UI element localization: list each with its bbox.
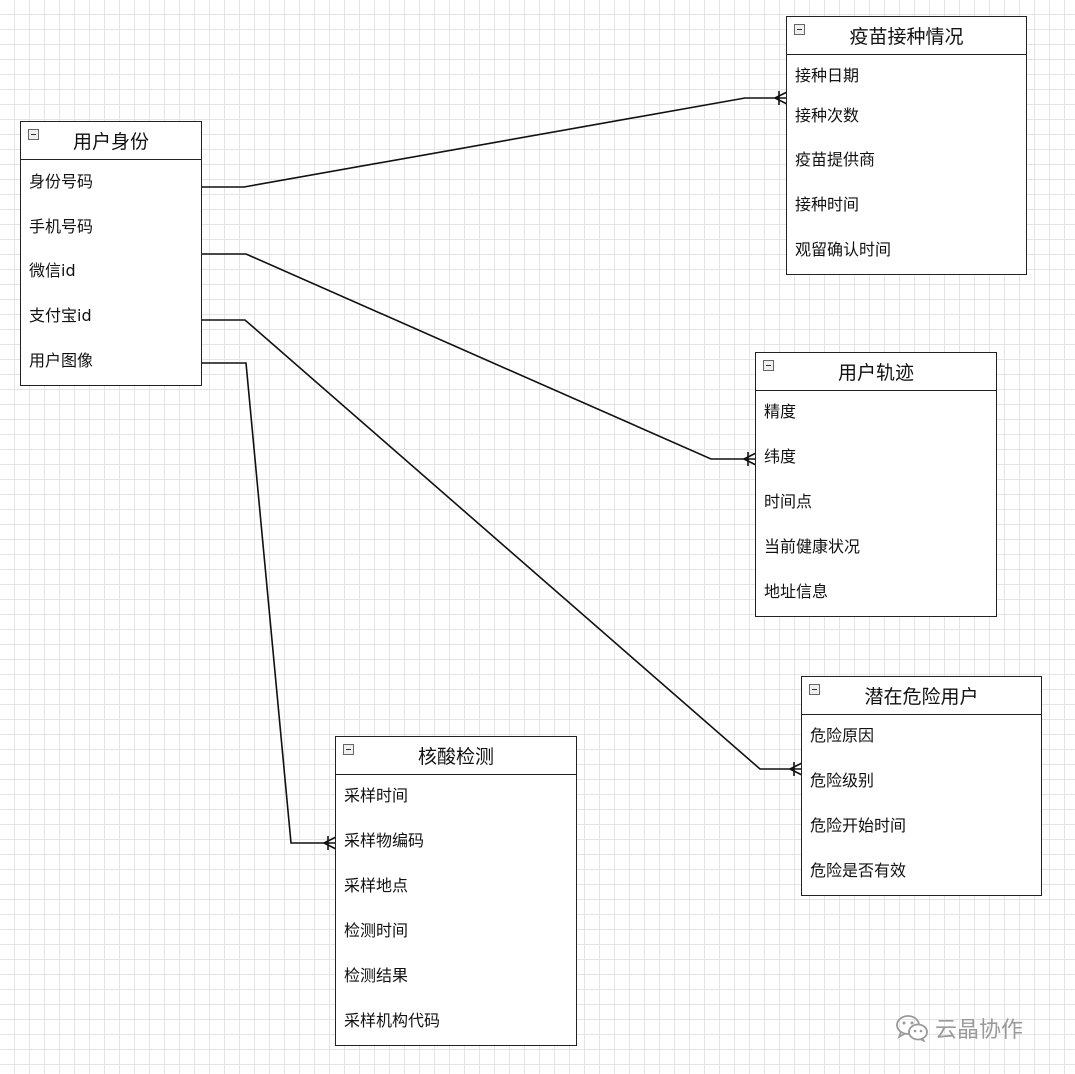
entity-nucleic-test[interactable]: 核酸检测 采样时间 采样物编码 采样地点 检测时间 检测结果 采样机构代码 — [335, 736, 577, 1046]
field-sample-code: 采样物编码 — [344, 831, 425, 850]
watermark-text: 云晶协作 — [935, 1018, 1024, 1043]
collapse-icon[interactable] — [809, 684, 820, 695]
collapse-icon[interactable] — [343, 744, 354, 755]
field-risk-valid: 危险是否有效 — [810, 861, 907, 880]
crowfoot-icon — [774, 91, 788, 99]
entity-header: 用户身份 — [21, 122, 201, 160]
entity-user-identity[interactable]: 用户身份 身份号码 手机号码 微信id 支付宝id 用户图像 — [20, 121, 202, 386]
collapse-icon[interactable] — [794, 24, 805, 35]
field-time-point: 时间点 — [764, 492, 813, 511]
entity-title: 用户轨迹 — [837, 362, 914, 384]
field-observation-confirm-time: 观留确认时间 — [795, 240, 892, 259]
relationship-identity-vaccination[interactable] — [201, 91, 788, 188]
entity-header: 用户轨迹 — [756, 353, 996, 391]
field-health-status: 当前健康状况 — [764, 537, 861, 556]
field-vaccine-provider: 疫苗提供商 — [795, 150, 876, 169]
field-vaccination-time: 接种时间 — [795, 195, 860, 214]
entity-header: 潜在危险用户 — [802, 677, 1041, 715]
entity-title: 核酸检测 — [417, 746, 494, 768]
field-vaccination-date: 接种日期 — [795, 66, 860, 85]
crowfoot-icon — [323, 836, 337, 844]
relationship-identity-track[interactable] — [201, 253, 757, 466]
field-sample-time: 采样时间 — [344, 786, 409, 805]
wechat-icon — [896, 1015, 928, 1042]
field-precision: 精度 — [764, 402, 797, 421]
entity-title: 疫苗接种情况 — [849, 26, 964, 48]
field-test-result: 检测结果 — [344, 966, 409, 985]
collapse-icon[interactable] — [763, 360, 774, 371]
relationship-identity-nucleic[interactable] — [201, 362, 337, 850]
field-alipay-id: 支付宝id — [29, 306, 92, 325]
entity-vaccination[interactable]: 疫苗接种情况 接种日期 接种次数 疫苗提供商 接种时间 观留确认时间 — [786, 16, 1027, 275]
watermark: 云晶协作 — [895, 1012, 1023, 1044]
field-institution-code: 采样机构代码 — [344, 1011, 441, 1030]
field-sample-location: 采样地点 — [344, 876, 409, 895]
crowfoot-icon — [789, 762, 803, 770]
field-wechat-id: 微信id — [29, 261, 76, 280]
entity-header: 核酸检测 — [336, 737, 576, 775]
collapse-icon[interactable] — [28, 129, 39, 140]
field-risk-level: 危险级别 — [810, 771, 875, 790]
entity-user-track[interactable]: 用户轨迹 精度 纬度 时间点 当前健康状况 地址信息 — [755, 352, 997, 617]
field-id-number: 身份号码 — [29, 172, 94, 191]
entity-title: 用户身份 — [72, 131, 149, 153]
field-latitude: 纬度 — [764, 447, 797, 466]
entity-header: 疫苗接种情况 — [787, 17, 1026, 55]
field-address: 地址信息 — [764, 582, 829, 601]
field-phone: 手机号码 — [29, 217, 94, 236]
crowfoot-icon — [743, 452, 757, 460]
field-risk-start-time: 危险开始时间 — [810, 816, 907, 835]
field-dose-count: 接种次数 — [795, 106, 860, 125]
field-risk-reason: 危险原因 — [810, 726, 875, 745]
entity-title: 潜在危险用户 — [864, 686, 979, 708]
field-test-time: 检测时间 — [344, 921, 409, 940]
relationship-identity-risk[interactable] — [201, 319, 803, 776]
field-user-image: 用户图像 — [29, 351, 94, 370]
entity-risk-user[interactable]: 潜在危险用户 危险原因 危险级别 危险开始时间 危险是否有效 — [801, 676, 1042, 896]
